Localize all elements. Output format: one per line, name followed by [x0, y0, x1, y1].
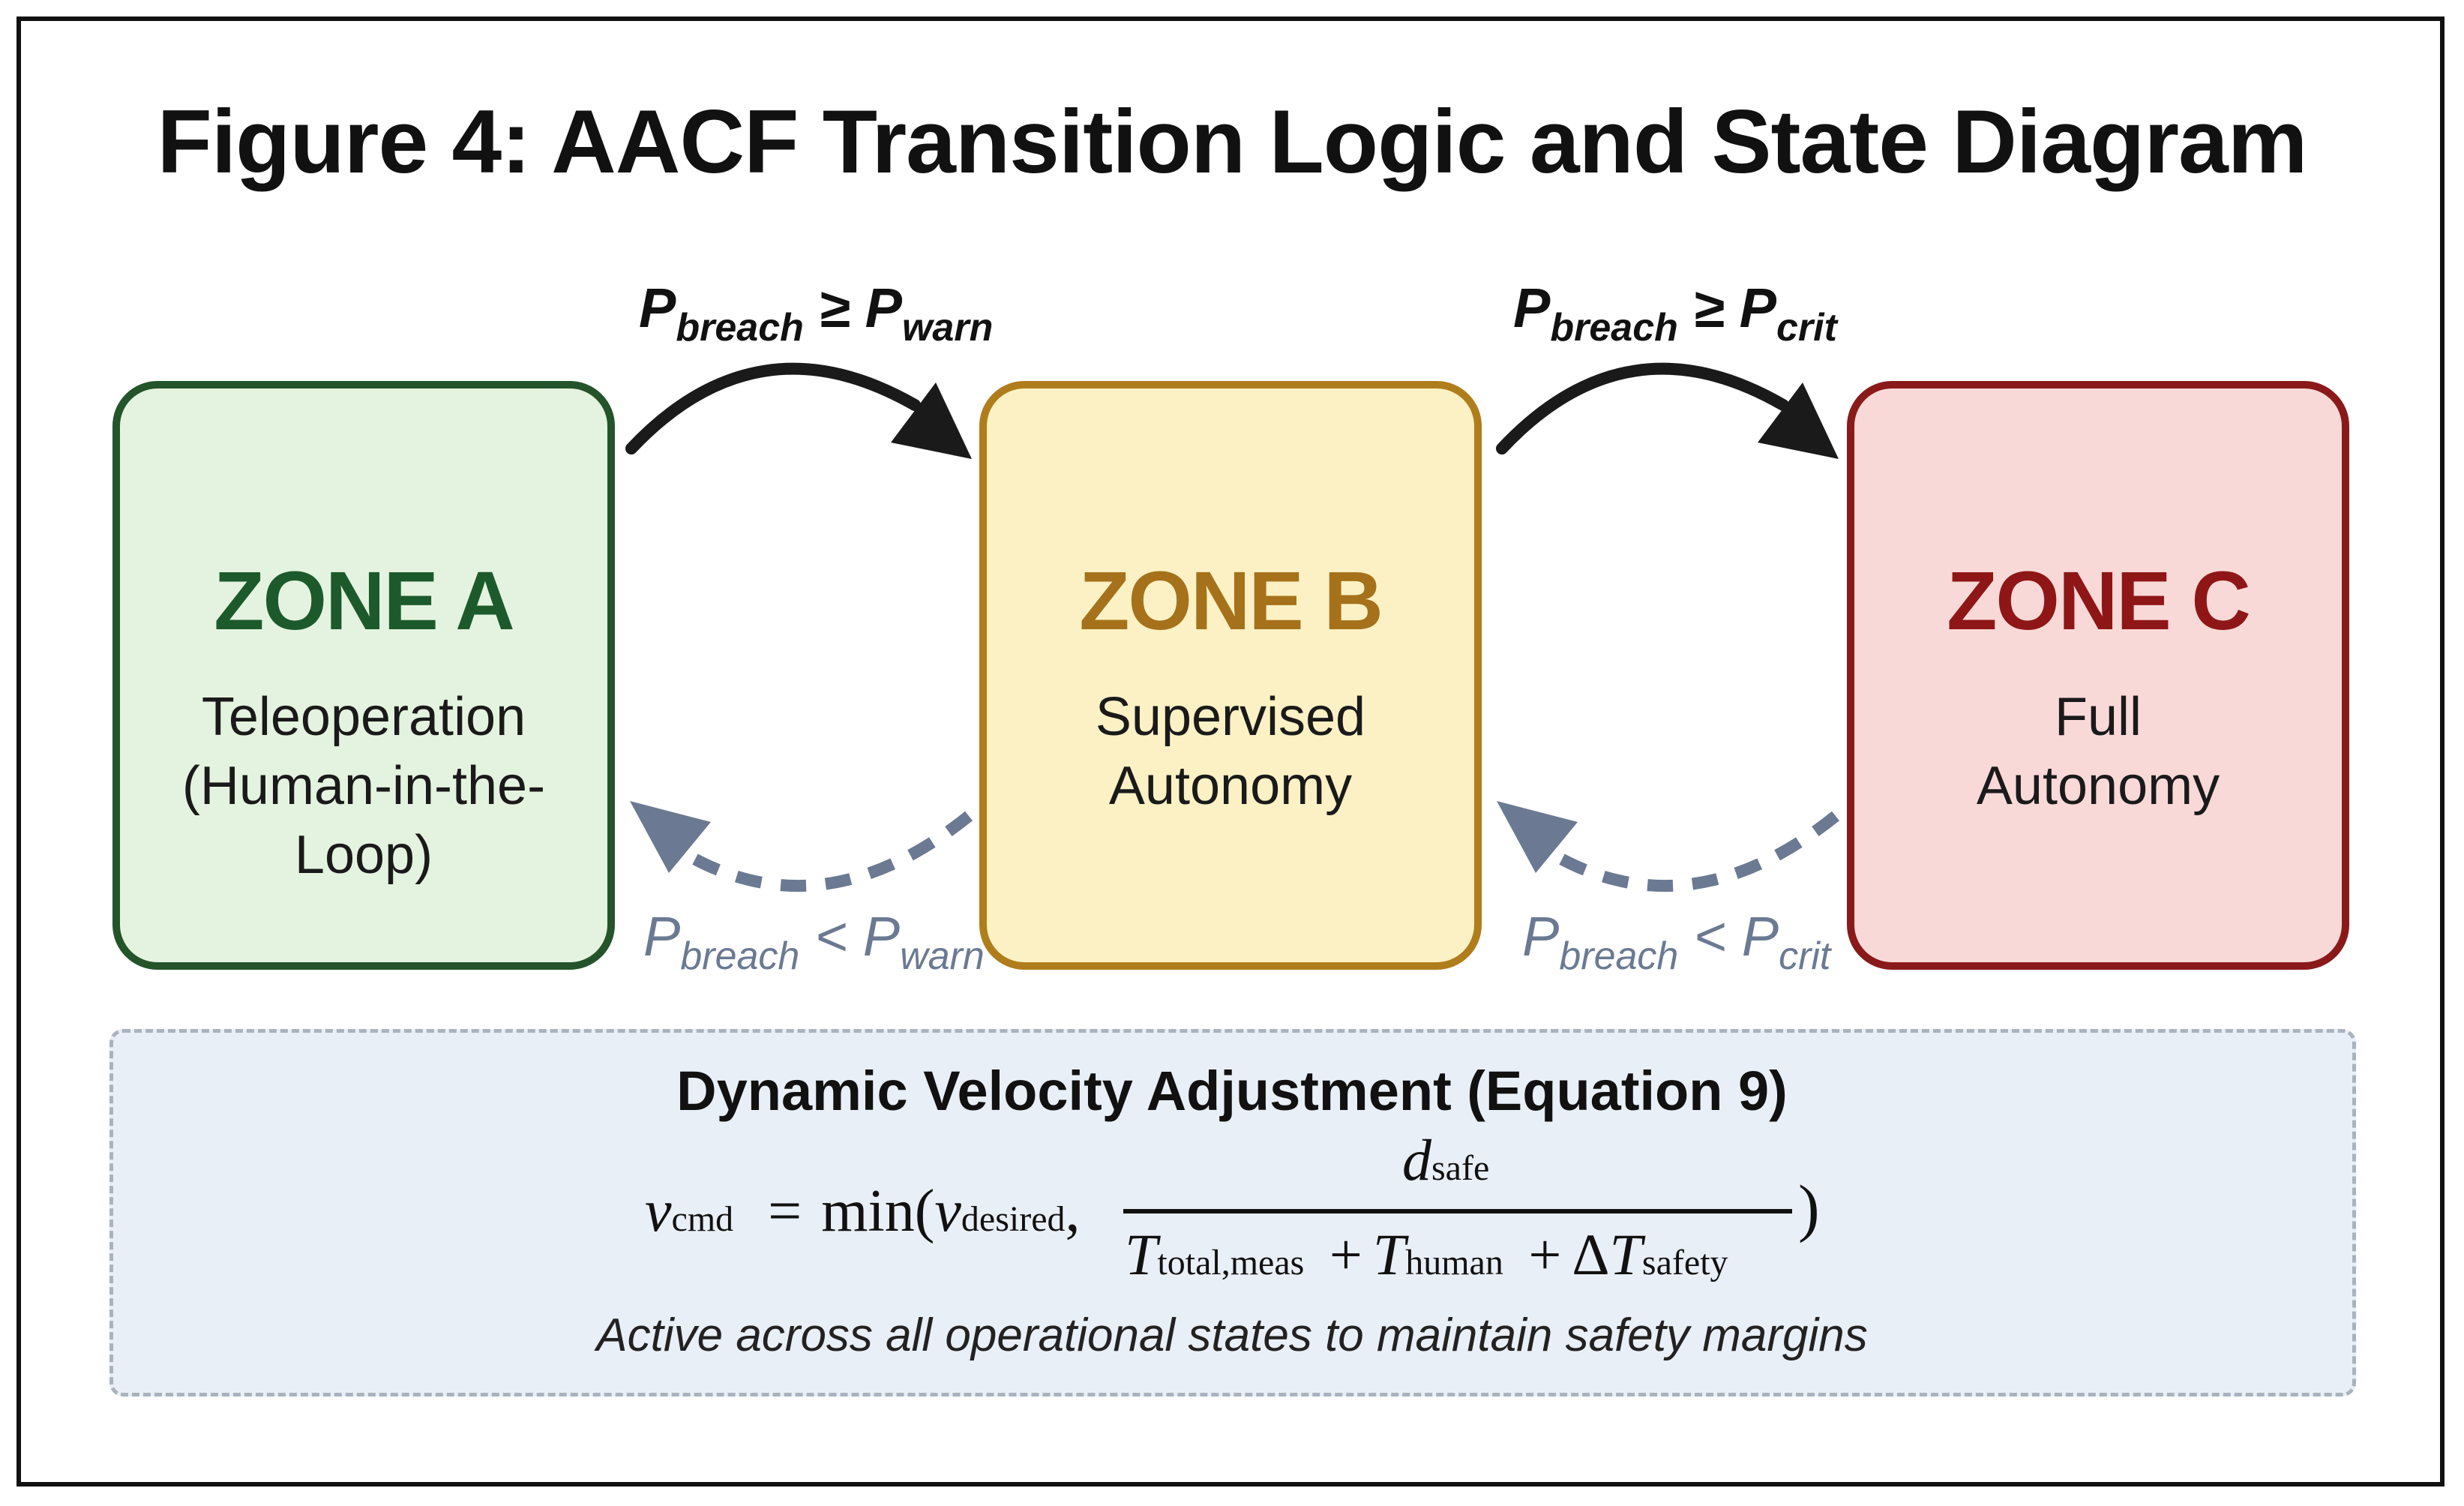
equation-denom-t2-sub: human [1405, 1243, 1503, 1282]
equation-numerator-d: d [1402, 1127, 1431, 1192]
condition-b-to-c-op: ≥ [1677, 277, 1740, 339]
condition-b-to-a: Pbreach < Pwarn [643, 904, 985, 978]
condition-a-to-b: Pbreach ≥ Pwarn [639, 276, 993, 350]
condition-b-to-a-p2: P [862, 905, 901, 968]
equation-plus2: + [1528, 1222, 1562, 1287]
condition-c-to-b-sub2: crit [1779, 934, 1831, 978]
zone-a-title: ZONE A [214, 555, 514, 647]
condition-b-to-c-p: P [1513, 277, 1551, 339]
condition-a-to-b-op: ≥ [803, 277, 865, 339]
equation-arg1-v: v [934, 1178, 961, 1244]
equation-numerator: dsafe [1402, 1126, 1489, 1194]
condition-a-to-b-sub1: breach [676, 306, 804, 350]
condition-c-to-b: Pbreach < Pcrit [1522, 904, 1830, 978]
zone-c-title: ZONE C [1947, 555, 2251, 647]
equation-close-paren: ) [1798, 1172, 1820, 1244]
equation-plus1: + [1329, 1222, 1362, 1287]
equation-denom-t1: T [1125, 1222, 1158, 1287]
condition-a-to-b-p2: P [865, 277, 902, 339]
zone-a-description: Teleoperation (Human-in-the- Loop) [181, 687, 546, 885]
condition-b-to-a-sub1: breach [680, 934, 800, 978]
equation-delta: Δ [1572, 1222, 1610, 1287]
equation-numerator-sub: safe [1431, 1148, 1490, 1188]
equation-title: Dynamic Velocity Adjustment (Equation 9) [676, 1060, 1788, 1122]
condition-b-to-c-p2: P [1739, 277, 1776, 339]
condition-b-to-c-sub1: breach [1550, 306, 1678, 350]
zone-b-description: Supervised Autonomy [1095, 687, 1366, 816]
condition-b-to-c-sub2: crit [1776, 306, 1837, 350]
fraction-bar [1123, 1209, 1792, 1214]
equation-lhs: vcmd =min(vdesired, [645, 1178, 1081, 1246]
equation-denom-t1-sub: total,meas [1157, 1243, 1305, 1282]
equation-arg1-sub: desired [961, 1199, 1066, 1239]
equation-equals: = [768, 1178, 802, 1244]
equation-denom-t3-sub: safety [1641, 1243, 1728, 1282]
equation-comma: , [1065, 1178, 1081, 1244]
condition-b-to-a-sub2: warn [900, 934, 985, 978]
condition-c-to-b-p: P [1522, 905, 1560, 968]
condition-b-to-a-op: < [799, 905, 863, 968]
zone-c-box: ZONE C Full Autonomy [1847, 381, 2349, 970]
zone-b-title: ZONE B [1079, 555, 1383, 647]
equation-denom-t3: T [1609, 1222, 1642, 1287]
condition-a-to-b-p: P [639, 277, 676, 339]
figure-title: Figure 4: AACF Transition Logic and Stat… [157, 92, 2308, 192]
zone-c-description: Full Autonomy [1976, 687, 2220, 816]
condition-c-to-b-op: < [1678, 905, 1742, 968]
condition-a-to-b-sub2: warn [901, 306, 994, 350]
equation-note: Active across all operational states to … [596, 1310, 1868, 1361]
zone-a-box: ZONE A Teleoperation (Human-in-the- Loop… [112, 381, 615, 970]
equation-lhs-sub: cmd [671, 1199, 734, 1239]
condition-c-to-b-p2: P [1741, 905, 1779, 968]
condition-b-to-a-p: P [643, 905, 681, 968]
condition-b-to-c: Pbreach ≥ Pcrit [1513, 276, 1837, 350]
zone-b-box: ZONE B Supervised Autonomy [979, 381, 1482, 970]
equation-denominator: Ttotal,meas +Thuman +ΔTsafety [1125, 1221, 1728, 1288]
equation-denom-t2: T [1372, 1222, 1406, 1287]
equation-min: min( [821, 1178, 935, 1244]
equation-lhs-v: v [645, 1178, 672, 1244]
condition-c-to-b-sub1: breach [1559, 934, 1679, 978]
